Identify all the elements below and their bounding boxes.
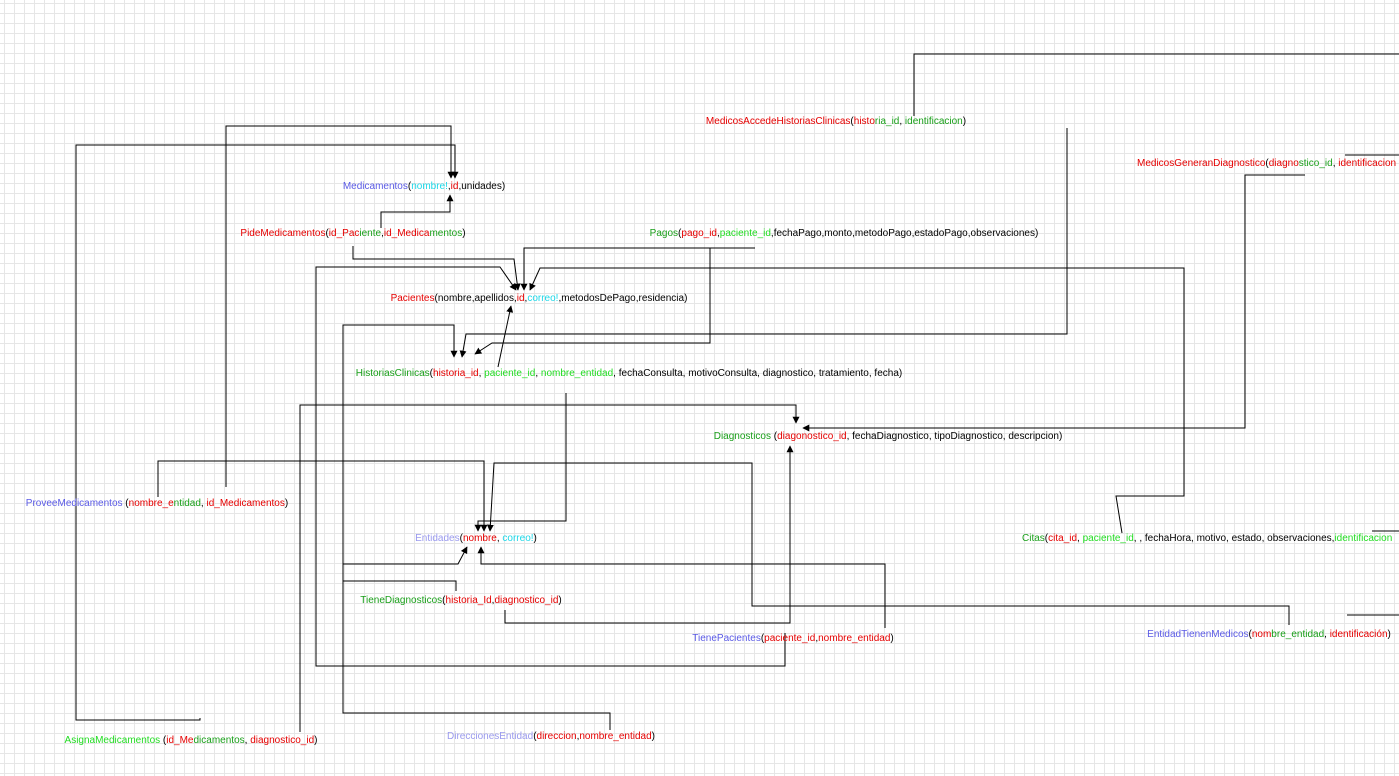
line-entidadmedicos-to-entidades [486,462,1290,625]
entity-direcciones-entidad[interactable]: DireccionesEntidad(direccion,nombre_enti… [447,731,655,742]
line-tienediag-to-diagnosticos [504,445,794,624]
entity-provee-medicamentos[interactable]: ProveeMedicamentos (nombre_entidad, id_M… [25,498,289,509]
line-asigna-to-medicamentos [75,144,459,721]
line-historias-to-entidades [474,393,567,532]
entity-medicos-generan-diagnostico[interactable]: MedicosGeneranDiagnostico(diagnostico_id… [1137,158,1397,169]
entity-tiene-diagnosticos[interactable]: TieneDiagnosticos(historia_Id,diagnostic… [360,595,562,606]
entity-tiene-pacientes[interactable]: TienePacientes(paciente_id,nombre_entida… [692,633,894,644]
line-provee-to-entidades [157,460,488,532]
line-direcciones-to-entidades [342,546,611,730]
entity-asigna-medicamentos[interactable]: AsignaMedicamentos (id_Medicamentos, dia… [64,735,318,746]
line-pide-to-medicamentos [380,194,454,228]
entity-citas[interactable]: Citas(cita_id, paciente_id, , fechaHora,… [1022,533,1393,544]
line-citas-to-pacientes [529,267,1185,534]
entity-medicamentos[interactable]: Medicamentos(nombre!,id,unidades) [342,181,506,192]
entity-entidades[interactable]: Entidades(nombre, correo!) [415,533,537,544]
line-tienepacientes-to-entidades [477,546,886,628]
entity-pacientes[interactable]: Pacientes(nombre,apellidos,id,correo!,me… [390,293,688,304]
line-asigna-to-diagnosticos [299,404,800,732]
line-generan-to-diagnosticos [802,174,1305,432]
line-accede-top [913,53,1399,116]
entity-medicos-accede-historias[interactable]: MedicosAccedeHistoriasClinicas(historia_… [705,116,967,127]
line-accede-to-historias [459,128,1068,358]
line-pagos-to-historias [474,248,711,355]
entity-diagnosticos[interactable]: Diagnosticos (diagonostico_id, fechaDiag… [713,431,1063,442]
line-pagos-to-pacientes [520,247,755,291]
line-pide-to-pacientes [352,246,521,291]
entity-entidad-tienen-medicos[interactable]: EntidadTienenMedicos(nombre_entidad, ide… [1147,629,1391,640]
entity-historias-clinicas[interactable]: HistoriasClinicas(historia_id, paciente_… [355,368,903,379]
line-historias-to-pacientes [497,305,514,368]
line-provee-to-medicamentos [225,125,455,487]
line-tienediag-to-historias [342,324,458,591]
line-tienepacientes-to-pacientes [315,266,786,667]
entity-pagos[interactable]: Pagos(pago_id,paciente_id,fechaPago,mont… [649,228,1039,239]
entity-pide-medicamentos[interactable]: PideMedicamentos(id_Paciente,id_Medicame… [240,228,466,239]
